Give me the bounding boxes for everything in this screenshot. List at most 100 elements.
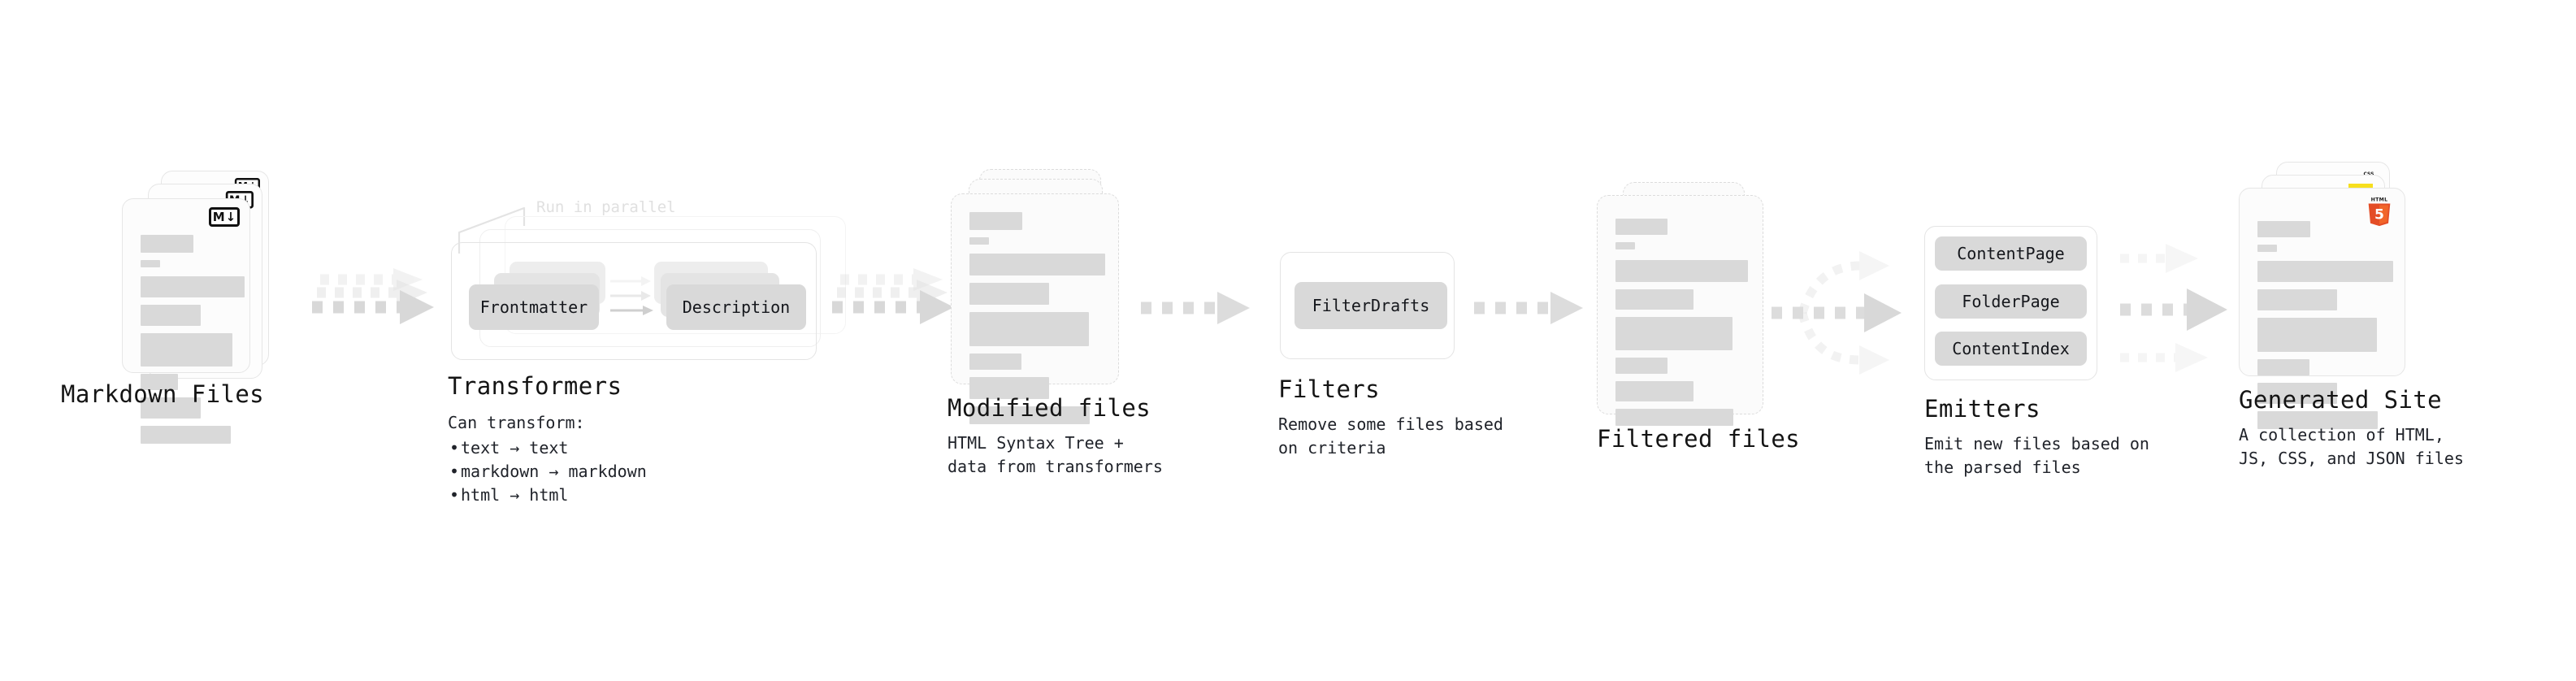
- markdown-logo-arrow: ↓: [225, 209, 236, 224]
- markdown-logo-letter: M: [212, 209, 225, 224]
- markdown-files-caption: Markdown Files: [61, 380, 329, 408]
- generated-site-caption: Generated Site A collection of HTML, JS,…: [2239, 386, 2548, 471]
- filter-pill-filterdrafts[interactable]: FilterDrafts: [1295, 282, 1447, 329]
- markdown-logo-arrow: ↓: [241, 193, 250, 206]
- pill-label: ContentPage: [1957, 244, 2065, 263]
- content-bar: [969, 212, 1022, 230]
- content-bar: [2257, 383, 2337, 404]
- content-bar: [1615, 358, 1667, 374]
- modified-card-content: [969, 212, 1105, 432]
- stacked-dashed-arrow-icon: [312, 268, 434, 324]
- dashed-arrow-icon: [1474, 292, 1583, 324]
- content-bar: [1615, 317, 1733, 350]
- markdown-logo-icon: M ↓: [209, 207, 240, 227]
- html5-badge-icon: HTML 5: [2368, 197, 2391, 227]
- content-bar: [2257, 289, 2337, 310]
- run-in-parallel-label: Run in parallel: [536, 198, 676, 216]
- stage-subtitle-line: the parsed files: [1924, 458, 2081, 477]
- stage-subtitle-line: data from transformers: [948, 457, 1163, 476]
- transformer-pill-description[interactable]: Description: [666, 284, 806, 330]
- content-bar: [1615, 381, 1693, 401]
- content-bar: [1615, 219, 1667, 235]
- transform-list: text → text markdown → markdown html → h…: [448, 436, 789, 507]
- site-card-content: [2257, 221, 2393, 436]
- list-item: html → html: [448, 484, 789, 507]
- filtered-files-caption: Filtered files: [1597, 425, 1865, 453]
- stage-title: Transformers: [448, 372, 622, 400]
- emitters-caption: Emitters Emit new files based on the par…: [1924, 395, 2217, 479]
- content-bar: [1615, 409, 1733, 426]
- content-bar: [141, 276, 245, 297]
- svg-text:CSS: CSS: [2364, 171, 2374, 177]
- emitter-pill-folderpage[interactable]: FolderPage: [1935, 284, 2087, 319]
- stage-title: Filtered files: [1597, 425, 1801, 453]
- connector-filtered-to-emitters: [1772, 232, 1934, 386]
- pill-label: ContentIndex: [1952, 339, 2070, 358]
- transformer-pill-frontmatter[interactable]: Frontmatter: [469, 284, 599, 330]
- content-bar: [141, 426, 231, 444]
- stacked-dashed-arrow-icon: [832, 268, 954, 324]
- stage-subtitle-line: Remove some files based: [1278, 414, 1503, 434]
- content-bar: [2257, 318, 2377, 352]
- transformer-inner-arrows-icon: [610, 276, 653, 315]
- svg-text:5: 5: [2374, 207, 2384, 223]
- stage-subtitle-line: Can transform:: [448, 413, 585, 432]
- filtered-card-content: [1615, 219, 1748, 433]
- stage-subtitle-line: HTML Syntax Tree +: [948, 433, 1124, 453]
- pill-label: Description: [682, 297, 791, 317]
- dashed-arrow-icon: [1141, 292, 1250, 324]
- list-item: text → text: [448, 436, 789, 460]
- fanning-dashed-arrow-icon: [1772, 251, 1902, 375]
- connector-transformers-to-modified: [829, 268, 959, 358]
- list-item: markdown → markdown: [448, 460, 789, 484]
- stage-title: Modified files: [948, 394, 1151, 422]
- site-card-front: HTML 5: [2239, 188, 2405, 429]
- content-bar: [2257, 245, 2277, 252]
- content-bar: [969, 237, 989, 245]
- content-bar: [1615, 260, 1748, 282]
- stage-title: Filters: [1278, 375, 1381, 403]
- content-bar: [1615, 289, 1693, 310]
- content-bar: [141, 260, 160, 267]
- stage-subtitle-line: on criteria: [1278, 438, 1386, 458]
- content-bar: [969, 406, 1090, 424]
- filtered-card-front: [1597, 195, 1763, 426]
- modified-files-caption: Modified files HTML Syntax Tree + data f…: [948, 394, 1216, 479]
- emitter-pill-contentindex[interactable]: ContentIndex: [1935, 332, 2087, 366]
- content-bar: [2257, 411, 2378, 429]
- stage-subtitle-line: JS, CSS, and JSON files: [2239, 449, 2464, 468]
- transformer-group-front: [451, 242, 817, 360]
- connector-markdown-to-transformers: [309, 268, 439, 358]
- stage-subtitle-line: Emit new files based on: [1924, 434, 2149, 453]
- stage-title: Emitters: [1924, 395, 2040, 423]
- content-bar: [969, 354, 1021, 370]
- content-bar: [969, 377, 1049, 399]
- svg-text:HTML: HTML: [2371, 197, 2388, 203]
- markdown-card-front: M ↓: [122, 198, 250, 444]
- content-bar: [969, 254, 1105, 275]
- connector-emitters-to-site: [2117, 232, 2279, 386]
- markdown-card-content: [141, 235, 245, 451]
- content-bar: [2257, 359, 2309, 375]
- stage-title: Markdown Files: [61, 380, 265, 408]
- content-bar: [141, 333, 232, 367]
- connector-modified-to-filters: [1138, 288, 1260, 337]
- emitter-pill-contentpage[interactable]: ContentPage: [1935, 236, 2087, 271]
- pill-label: FilterDrafts: [1312, 296, 1430, 315]
- content-bar: [2257, 261, 2393, 282]
- content-bar: [141, 305, 201, 326]
- content-bar: [969, 312, 1089, 346]
- emitters-group-box: [1924, 226, 2097, 380]
- stage-title: Generated Site: [2239, 386, 2443, 414]
- content-bar: [141, 397, 201, 419]
- content-bar: [1615, 242, 1635, 249]
- parallel-dashed-arrow-icon: [2120, 244, 2227, 372]
- stage-subtitle-line: A collection of HTML,: [2239, 425, 2444, 445]
- pill-label: FolderPage: [1962, 292, 2060, 311]
- filters-group-box: [1280, 252, 1455, 359]
- content-bar: [141, 374, 178, 390]
- transformers-caption: Transformers Can transform: text → text …: [448, 372, 789, 507]
- filters-caption: Filters Remove some files based on crite…: [1278, 375, 1546, 460]
- modified-card-front: [951, 193, 1119, 424]
